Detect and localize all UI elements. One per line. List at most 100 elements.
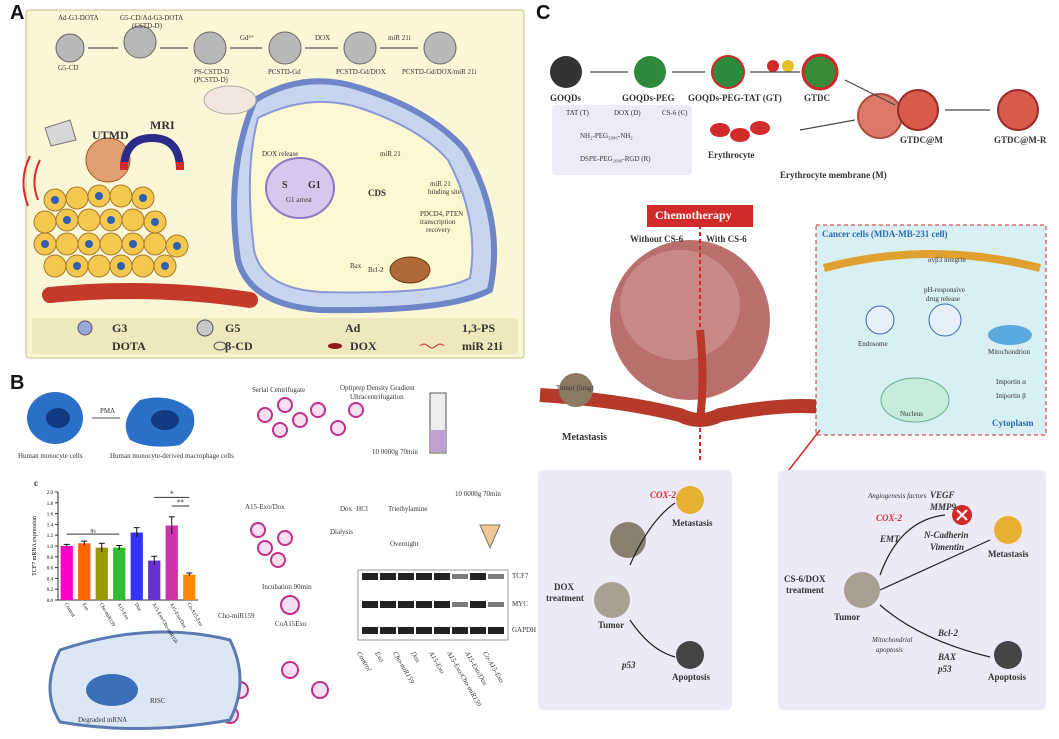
c-synth-erythrocyte: Erythrocyte <box>708 150 755 160</box>
c-right-ncadherin: N-Cadherin <box>924 530 969 540</box>
a-top-label-5: (PCSTD-D) <box>194 76 228 84</box>
a-legend-ps: 1,3-PS <box>462 321 495 335</box>
annotation-star: * <box>170 490 174 498</box>
annotation-double-star: ** <box>177 498 185 506</box>
a-legend-g5: G5 <box>225 321 241 335</box>
bar <box>95 547 108 600</box>
c-cell-drug-release: drug release <box>926 295 961 303</box>
c-right-mito: Mitochondrial <box>872 636 913 644</box>
b-flow-12: A15-Exo/Dox <box>245 503 285 511</box>
x-tick-label: Exo <box>81 603 90 613</box>
c-legend-cs6: CS-6 (C) <box>662 109 688 117</box>
b-flow-15: CoA15Exo <box>275 620 307 628</box>
c-left-treatment: treatment <box>546 593 584 603</box>
c-cell-importin-b: Importin β <box>996 392 1026 400</box>
a-legend-g3: G3 <box>112 321 128 335</box>
b-flow-1: PMA <box>100 407 116 415</box>
y-axis-label: TCF7 mRNA expression <box>32 516 38 576</box>
c-cell-endosome: Endosome <box>858 340 888 348</box>
c-left-cox2: COX-2 <box>650 490 677 500</box>
bar <box>148 560 161 600</box>
panel-b-graphics <box>27 392 509 730</box>
a-cell-label-3: binding site <box>428 188 461 196</box>
c-left-apoptosis: Apoptosis <box>672 672 711 682</box>
y-tick-label: 1.6 <box>47 513 54 518</box>
b-flow-17: RISC <box>150 697 166 705</box>
c-synth-membrane: Erythrocyte membrane (M) <box>780 170 887 180</box>
c-synth-gtdcm: GTDC@M <box>900 135 943 145</box>
a-cell-label-7: DOX release <box>262 150 299 158</box>
c-legend-peg: NH₂-PEG₂₀₀₀-NH₂ <box>580 132 633 140</box>
a-cell-label-10: G1 arrest <box>286 196 312 204</box>
a-cell-label-4: PDCD4, PTEN <box>420 210 464 218</box>
a-legend-bcd: β-CD <box>225 339 253 353</box>
c-legend-tat: TAT (T) <box>566 109 589 117</box>
panel-a-background <box>22 9 525 359</box>
c-cell-integrin: αvβ3 integrin <box>928 256 966 264</box>
c-right-bax: BAX <box>938 652 957 662</box>
c-left-dox: DOX <box>554 582 574 592</box>
c-cell-nucleus: Nucleus <box>900 410 923 418</box>
a-cell-label-2: miR 21 <box>430 180 451 188</box>
c-cell-mitochondrion: Mitochondrion <box>988 348 1030 356</box>
c-right-vegf: VEGF <box>930 490 955 500</box>
y-tick-label: 1.0 <box>47 545 54 550</box>
c-right-vimentin: Vimentin <box>930 542 965 552</box>
b-flow-6: 10 0000g 70min <box>372 448 418 456</box>
a-cell-label-11: Bax <box>350 262 362 270</box>
b-flow-16: Degraded mRNA <box>78 716 128 724</box>
a-mri-label: MRI <box>150 118 175 132</box>
c-synth-goqds-peg: GOQDs-PEG <box>622 93 675 103</box>
bar <box>183 574 196 600</box>
b-flow-14: Cho-miR159 <box>218 612 255 620</box>
y-tick-label: 1.4 <box>47 523 54 528</box>
c-chemo-title: Chemotherapy <box>655 208 732 222</box>
c-tumor-lung: Tumor (lung) <box>556 384 594 392</box>
panel-b-label: B <box>10 372 25 394</box>
c-right-emt: EMT <box>880 534 900 544</box>
a-cell-label-8: S <box>282 180 288 191</box>
y-tick-label: 0.0 <box>47 599 54 604</box>
a-top-label-6: Gd³⁺ <box>240 34 255 42</box>
a-top-label-9: PCSTD-Gd/DOX <box>336 68 386 76</box>
a-top-label-2: (CSTD-D) <box>132 22 162 30</box>
a-top-label-10: miR 21i <box>388 34 411 42</box>
panel-c-label: C <box>536 2 551 24</box>
b-blot-row-myc: MYC <box>512 600 528 608</box>
c-left-tumor: Tumor <box>598 620 625 630</box>
a-top-label-0: Ad-G3-DOTA <box>58 14 99 22</box>
b-blot-row-tcf7: TCF7 <box>512 572 529 580</box>
a-top-label-7: PCSTD-Gd <box>268 68 301 76</box>
c-right-tumor: Tumor <box>834 612 861 622</box>
b-flow-2: Human monocyte-derived macrophage cells <box>110 452 234 460</box>
c-with-cs6: With CS-6 <box>706 234 747 244</box>
c-right-apoptosis-label: apoptosis <box>876 646 903 654</box>
y-tick-label: 0.4 <box>47 577 54 582</box>
bar <box>60 546 73 600</box>
y-tick-label: 0.2 <box>47 588 54 593</box>
a-utmd-label: UTMD <box>92 128 129 142</box>
b-flow-8: Triethylamine <box>388 505 428 513</box>
a-legend-ad: Ad <box>345 321 361 335</box>
c-right-cs6dox: CS-6/DOX <box>784 574 826 584</box>
c-cell-importin-a: Importin α <box>996 378 1026 386</box>
c-right-treatment: treatment <box>786 585 824 595</box>
a-cell-label-1: CDS <box>368 188 387 198</box>
annotation-ns: ns <box>90 529 96 535</box>
a-legend-dox: DOX <box>350 339 377 353</box>
c-synth-gtdcmr: GTDC@M-R <box>994 135 1047 145</box>
c-left-metastasis: Metastasis <box>672 518 713 528</box>
y-tick-label: 1.8 <box>47 502 54 507</box>
b-flow-10: Overnight <box>390 540 419 548</box>
a-cell-label-0: miR 21 <box>380 150 401 158</box>
y-tick-label: 2.0 <box>47 491 54 496</box>
c-without-cs6: Without CS-6 <box>630 234 684 244</box>
b-flow-13: Incubation 90min <box>262 583 312 591</box>
panel-a-label: A <box>10 2 25 24</box>
c-cell-ph: pH-responsive <box>924 286 965 294</box>
b-flow-5: Ultracentrifugation <box>350 393 404 401</box>
c-cell-box-title: Cancer cells (MDA-MB-231 cell) <box>822 229 948 239</box>
b-chart-letter: c <box>34 478 38 488</box>
c-cell-cytoplasm: Cytoplasm <box>992 418 1034 428</box>
c-right-bcl2: Bcl-2 <box>938 628 958 638</box>
